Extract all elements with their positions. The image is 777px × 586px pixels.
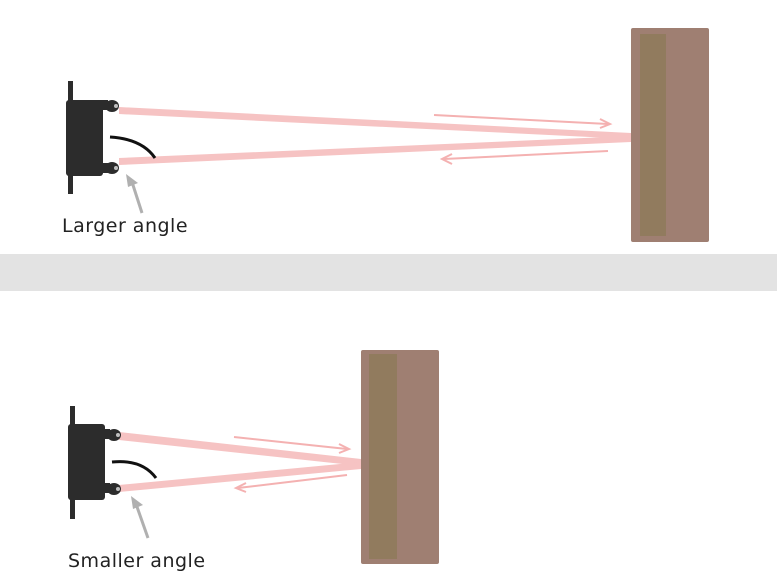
returning-flow-arrow bbox=[233, 474, 348, 493]
pointer-arrow bbox=[126, 174, 144, 214]
diagram-panel-near: Smaller angle bbox=[0, 291, 777, 586]
wall-target bbox=[631, 28, 709, 242]
angle-label-near: Smaller angle bbox=[68, 550, 206, 572]
angle-arc bbox=[111, 460, 158, 479]
outgoing-flow-arrow bbox=[433, 114, 613, 129]
wall-inner bbox=[369, 354, 397, 559]
diagram-panel-far: Larger angle bbox=[0, 0, 777, 254]
panel-divider bbox=[0, 254, 777, 291]
proximity-sensor-icon bbox=[66, 81, 119, 194]
proximity-sensor-icon bbox=[68, 406, 121, 519]
reflected-beam bbox=[119, 136, 631, 165]
outgoing-flow-arrow bbox=[233, 436, 352, 454]
emitted-beam bbox=[119, 107, 631, 139]
wall-inner bbox=[640, 34, 666, 236]
wall-target bbox=[361, 350, 439, 564]
emitted-beam bbox=[119, 432, 361, 466]
reflected-beam bbox=[119, 462, 361, 492]
diagram-near-svg: Smaller angle bbox=[68, 350, 439, 572]
diagram-far-svg: Larger angle bbox=[62, 28, 709, 242]
angle-label-far: Larger angle bbox=[62, 215, 188, 237]
angle-arc bbox=[109, 135, 157, 159]
pointer-arrow bbox=[131, 496, 150, 539]
returning-flow-arrow bbox=[439, 150, 609, 165]
